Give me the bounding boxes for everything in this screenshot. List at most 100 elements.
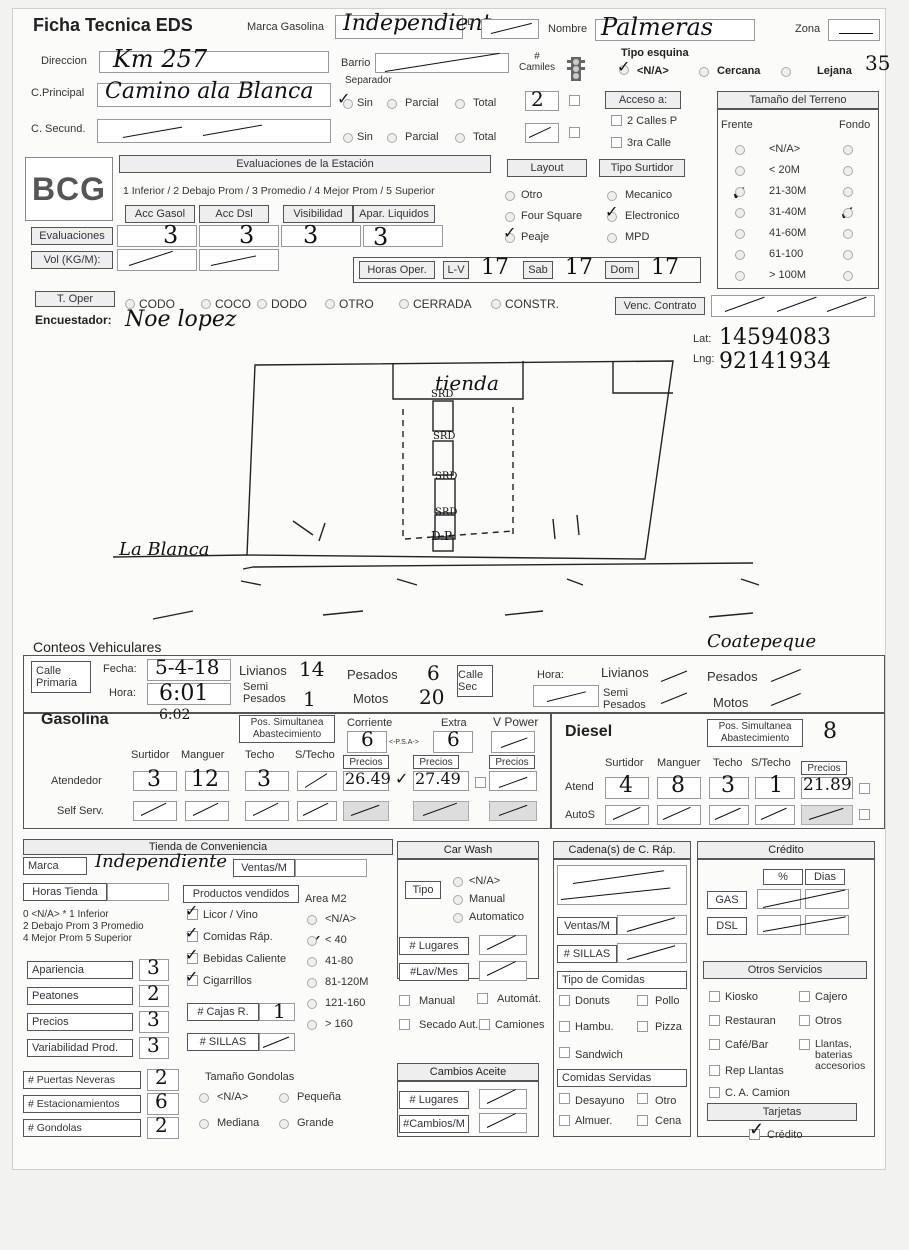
area-radio[interactable] xyxy=(307,957,317,967)
precio-extra-field[interactable] xyxy=(413,771,469,791)
credito-gas-pct-field[interactable] xyxy=(757,889,801,909)
carwash-manual-check[interactable] xyxy=(399,995,410,1006)
self-manguer-field[interactable] xyxy=(185,801,229,821)
terreno-fondo-radio[interactable] xyxy=(843,187,853,197)
terreno-fondo-radio[interactable] xyxy=(843,145,853,155)
otro-servicio-check[interactable] xyxy=(709,1015,720,1026)
comida-sandwich-check[interactable] xyxy=(559,1047,570,1058)
precio-vpower-field[interactable] xyxy=(489,771,537,791)
tienda-horas-field[interactable] xyxy=(107,883,169,901)
terreno-frente-radio[interactable] xyxy=(735,166,745,176)
layout-four-square-radio[interactable] xyxy=(505,212,515,222)
c-principal-field[interactable] xyxy=(97,83,331,107)
cadena-ventas-field[interactable] xyxy=(617,915,687,935)
terreno-fondo-radio[interactable] xyxy=(843,271,853,281)
rating-field[interactable] xyxy=(139,985,169,1007)
self-precio-extra-field[interactable] xyxy=(413,801,469,821)
diesel-atend-s-techo-field[interactable] xyxy=(755,777,795,799)
diesel-atend-surtidor-field[interactable] xyxy=(605,777,649,799)
cambios-lugares-field[interactable] xyxy=(479,1089,527,1109)
surtidor-electronico-radio[interactable] xyxy=(607,212,617,222)
rating-field[interactable] xyxy=(139,1011,169,1033)
producto-check[interactable] xyxy=(187,931,198,942)
diesel-precio-check[interactable] xyxy=(859,783,870,794)
credito-gas-dias-field[interactable] xyxy=(805,889,849,909)
atendedor-s-techo-field[interactable] xyxy=(297,771,337,791)
t-oper-radio[interactable] xyxy=(491,299,501,309)
atendedor-manguer-field[interactable] xyxy=(185,771,229,791)
terreno-frente-radio[interactable] xyxy=(735,145,745,155)
otro-servicio-check[interactable] xyxy=(709,1039,720,1050)
carriles-sec-field[interactable] xyxy=(525,123,559,143)
carriles-sec-check[interactable] xyxy=(569,127,580,138)
carwash-manual-radio[interactable] xyxy=(453,895,463,905)
nombre-field[interactable] xyxy=(595,19,755,41)
acceso-3ra-check[interactable] xyxy=(611,137,622,148)
hora-field[interactable] xyxy=(147,683,231,705)
layout-peaje-radio[interactable] xyxy=(505,233,515,243)
t-oper-radio[interactable] xyxy=(399,299,409,309)
diesel-autos-techo-field[interactable] xyxy=(709,805,749,825)
terreno-frente-radio[interactable] xyxy=(735,187,745,197)
carwash-secado-check[interactable] xyxy=(399,1019,410,1030)
cadena-name-field[interactable] xyxy=(557,865,687,905)
area-radio[interactable] xyxy=(307,999,317,1009)
area-radio[interactable] xyxy=(307,1020,317,1030)
rating-field[interactable] xyxy=(139,959,169,981)
diesel-autos-s-techo-field[interactable] xyxy=(755,805,795,825)
terreno-frente-radio[interactable] xyxy=(735,271,745,281)
eval-acc-dsl-field[interactable] xyxy=(199,225,279,247)
diesel-precio-field[interactable] xyxy=(801,777,853,799)
cadena-sillas-field[interactable] xyxy=(617,943,687,963)
zona-field[interactable] xyxy=(828,19,880,41)
id-field[interactable] xyxy=(481,19,539,39)
count-field[interactable] xyxy=(147,1117,179,1139)
separador-sin-radio[interactable] xyxy=(343,99,353,109)
tipo-esquina-na-radio[interactable] xyxy=(619,65,629,75)
atendedor-techo-field[interactable] xyxy=(245,771,289,791)
atendedor-surtidor-field[interactable] xyxy=(133,771,177,791)
carwash-na-radio[interactable] xyxy=(453,877,463,887)
comida-pizza-check[interactable] xyxy=(637,1021,648,1032)
tipo-esquina-lejana-radio[interactable] xyxy=(781,67,791,77)
terreno-frente-radio[interactable] xyxy=(735,229,745,239)
terreno-frente-radio[interactable] xyxy=(735,208,745,218)
comida-pollo-check[interactable] xyxy=(637,995,648,1006)
separador-parcial-radio[interactable] xyxy=(387,99,397,109)
precio-corriente-field[interactable] xyxy=(343,771,389,791)
diesel-atend-techo-field[interactable] xyxy=(709,777,749,799)
producto-check[interactable] xyxy=(187,953,198,964)
self-precio-vpower-field[interactable] xyxy=(489,801,537,821)
tipo-esquina-cercana-radio[interactable] xyxy=(699,67,709,77)
otro-servicio-check[interactable] xyxy=(799,1039,810,1050)
separador2-sin-radio[interactable] xyxy=(343,133,353,143)
vpower-field[interactable] xyxy=(491,731,535,753)
terreno-fondo-radio[interactable] xyxy=(843,229,853,239)
credito-dsl-pct-field[interactable] xyxy=(757,915,801,935)
rating-field[interactable] xyxy=(139,1037,169,1059)
self-techo-field[interactable] xyxy=(245,801,289,821)
t-oper-radio[interactable] xyxy=(325,299,335,309)
layout-otro-radio[interactable] xyxy=(505,191,515,201)
carwash-lavmes-field[interactable] xyxy=(479,961,527,981)
otro-servicio-check[interactable] xyxy=(709,991,720,1002)
cajas-field[interactable] xyxy=(259,1003,295,1021)
gondolas-grande-radio[interactable] xyxy=(279,1119,289,1129)
servida-cena-check[interactable] xyxy=(637,1115,648,1126)
diesel-autos-check[interactable] xyxy=(859,809,870,820)
t-oper-radio[interactable] xyxy=(257,299,267,309)
producto-check[interactable] xyxy=(187,975,198,986)
terreno-fondo-radio[interactable] xyxy=(843,208,853,218)
corriente-field[interactable] xyxy=(347,731,387,753)
area-radio[interactable] xyxy=(307,978,317,988)
marca-gasolina-field[interactable] xyxy=(335,15,463,39)
otro-servicio-check[interactable] xyxy=(799,1015,810,1026)
gondolas-mediana-radio[interactable] xyxy=(199,1119,209,1129)
acceso-2calles-check[interactable] xyxy=(611,115,622,126)
diesel-atend-manguer-field[interactable] xyxy=(657,777,701,799)
carwash-lugares-field[interactable] xyxy=(479,935,527,955)
gondolas-na-radio[interactable] xyxy=(199,1093,209,1103)
c-secund-field[interactable] xyxy=(97,119,331,143)
vol-gasol-field[interactable] xyxy=(117,249,197,271)
eval-visibilidad-field[interactable] xyxy=(281,225,361,247)
